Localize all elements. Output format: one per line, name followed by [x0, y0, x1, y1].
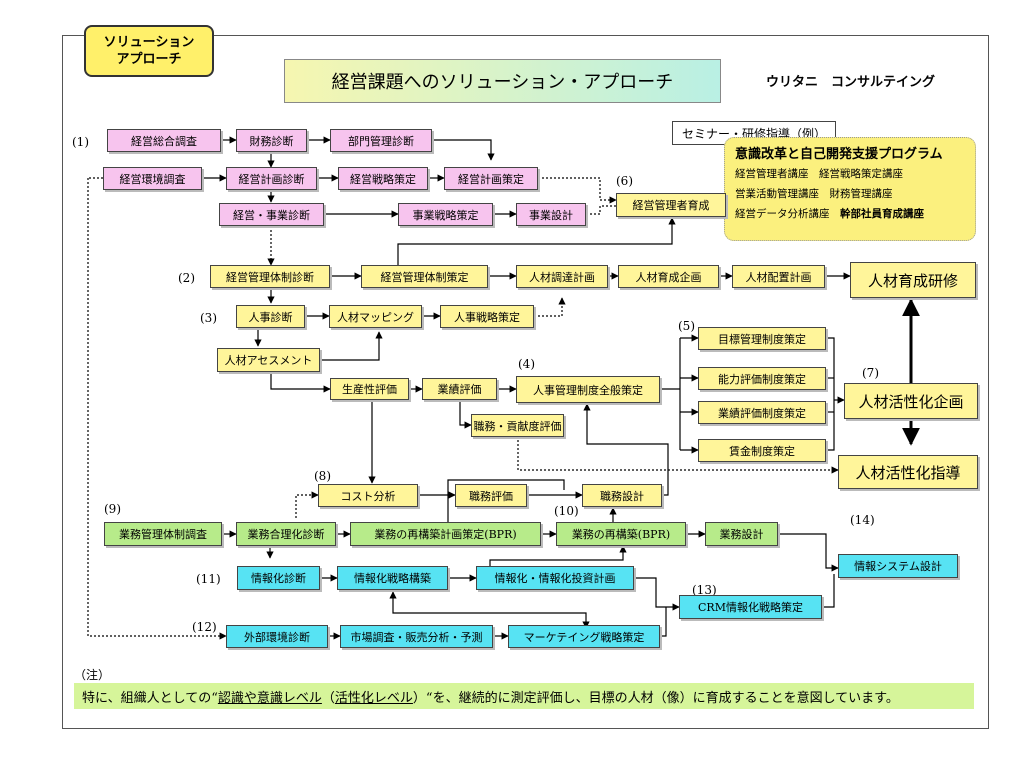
box-zaimu-shindan: 財務診断	[236, 129, 307, 152]
note-underline-1: 認識や意識レベル	[217, 690, 322, 706]
box-gyoseki-hyoka: 業績評価	[422, 378, 497, 400]
note-label: （注）	[74, 668, 111, 682]
box-keiei-kankyo-chosa: 経営環境調査	[103, 167, 202, 190]
program-item: 経営データ分析講座	[735, 208, 830, 220]
seminar-program-panel: 意識改革と自己開発支援プログラム 経営管理者講座 経営戦略策定講座 営業活動管理…	[724, 137, 976, 241]
step-number-1: (1)	[72, 135, 89, 149]
box-crm-senryaku: CRM情報化戦略策定	[679, 595, 822, 619]
step-number-8: (8)	[314, 469, 331, 483]
step-number-10: (10)	[554, 504, 579, 518]
box-jinzai-chotatsu: 人材調達計画	[516, 265, 608, 288]
step-number-4: (4)	[518, 357, 535, 371]
program-line: 経営データ分析講座 幹部社員育成講座	[735, 204, 965, 224]
box-keiei-sogo-chosa: 経営総合調査	[107, 129, 221, 152]
box-jinzai-assessment: 人材アセスメント	[217, 348, 320, 372]
box-jinji-kanri-seido: 人事管理制度全般策定	[516, 376, 660, 403]
box-keiei-senryaku-sakutei: 経営戦略策定	[338, 167, 428, 190]
program-heading: 意識改革と自己開発支援プログラム	[735, 147, 943, 162]
box-shokumu-hyoka: 職務評価	[455, 484, 527, 507]
note-post: ）“を、継続的に測定評価し、目標の人材（像）に育成することを意図しています。	[412, 690, 899, 706]
box-jinzai-kasseika-kikaku: 人材活性化企画	[844, 383, 978, 419]
box-gyomu-sekkei: 業務設計	[705, 522, 778, 546]
company-name: ウリタニ コンサルテイング	[766, 75, 936, 90]
box-keiei-kanrisha-ikusei: 経営管理者育成	[616, 193, 726, 217]
box-gyomu-gorika-shindan: 業務合理化診断	[236, 522, 336, 546]
box-gaibu-kankyo-shindan: 外部環境診断	[226, 625, 328, 648]
box-jinzai-ikusei-kikaku: 人材育成企画	[618, 265, 719, 288]
step-number-9: (9)	[104, 502, 121, 516]
program-line: 営業活動管理講座 財務管理講座	[735, 188, 893, 200]
box-keiei-jigyo-shindan: 経営・事業診断	[219, 203, 324, 226]
box-shokumu-sekkei: 職務設計	[582, 484, 662, 507]
box-keiei-keikaku-shindan: 経営計画診断	[226, 167, 317, 190]
box-shokumu-koken-hyoka: 職務・貢献度評価	[471, 414, 564, 437]
box-jinzai-haichi: 人材配置計画	[732, 265, 825, 288]
box-bumon-kanri-shindan: 部門管理診断	[330, 129, 432, 152]
box-kanri-taisei-shindan: 経営管理体制診断	[210, 265, 330, 288]
box-johoka-senryaku: 情報化戦略構築	[337, 566, 448, 590]
note-pre: 特に、組織人としての“	[82, 690, 218, 706]
box-seisansei-hyoka: 生産性評価	[330, 378, 409, 400]
note-text: 特に、組織人としての“認識や意識レベル（活性化レベル）“を、継続的に測定評価し、…	[74, 683, 974, 709]
box-marketing-senryaku: マーケテイング戦略策定	[508, 625, 660, 648]
step-number-12: (12)	[192, 620, 217, 634]
box-chingin-seido: 賃金制度策定	[698, 439, 826, 462]
box-gyomu-kanri-chosa: 業務管理体制調査	[104, 522, 222, 546]
box-jinzai-ikusei-kenshu: 人材育成研修	[850, 262, 976, 298]
box-shijo-chosa: 市場調査・販売分析・予測	[340, 625, 493, 648]
box-noryoku-hyoka-seido: 能力評価制度策定	[698, 367, 826, 390]
box-jinzai-kasseika-shido: 人材活性化指導	[838, 455, 978, 489]
box-jinzai-mapping: 人材マッピング	[329, 305, 422, 328]
box-jigyo-sekkei: 事業設計	[516, 203, 586, 226]
box-jinji-shindan: 人事診断	[236, 305, 305, 328]
box-mokuhyo-kanri-seido: 目標管理制度策定	[698, 327, 826, 350]
note-mid: （	[321, 690, 335, 706]
note-underline-2: 活性化レベル	[334, 690, 413, 706]
box-keiei-keikaku-sakutei: 経営計画策定	[444, 167, 538, 190]
program-item-highlight: 幹部社員育成講座	[840, 208, 924, 220]
box-johoka-shindan: 情報化診断	[237, 566, 320, 590]
step-number-11: (11)	[196, 572, 221, 586]
step-number-5: (5)	[678, 319, 695, 333]
solution-approach-badge: ソリューション アプローチ	[84, 25, 214, 77]
step-number-6: (6)	[616, 174, 633, 188]
page-title: 経営課題へのソリューション・アプローチ	[284, 59, 721, 103]
box-jinji-senryaku-sakutei: 人事戦略策定	[440, 305, 534, 328]
box-jigyo-senryaku-sakutei: 事業戦略策定	[398, 203, 493, 226]
step-number-3: (3)	[200, 311, 217, 325]
box-gyomu-saikochiku-bpr: 業務の再構築(BPR)	[556, 522, 686, 546]
box-gyoseki-hyoka-seido: 業績評価制度策定	[698, 401, 826, 424]
program-line: 経営管理者講座 経営戦略策定講座	[735, 168, 903, 180]
box-joho-system-sekkei: 情報システム設計	[838, 554, 958, 578]
step-number-7: (7)	[862, 366, 879, 380]
box-kanri-taisei-sakutei: 経営管理体制策定	[361, 265, 488, 288]
box-bpr-keikaku-sakutei: 業務の再構築計画策定(BPR)	[350, 522, 541, 546]
step-number-13: (13)	[692, 583, 717, 597]
box-cost-bunseki: コスト分析	[318, 484, 418, 507]
box-johoka-toshi-keikaku: 情報化・情報化投資計画	[476, 566, 634, 590]
step-number-14: (14)	[850, 513, 875, 527]
step-number-2: (2)	[178, 271, 195, 285]
